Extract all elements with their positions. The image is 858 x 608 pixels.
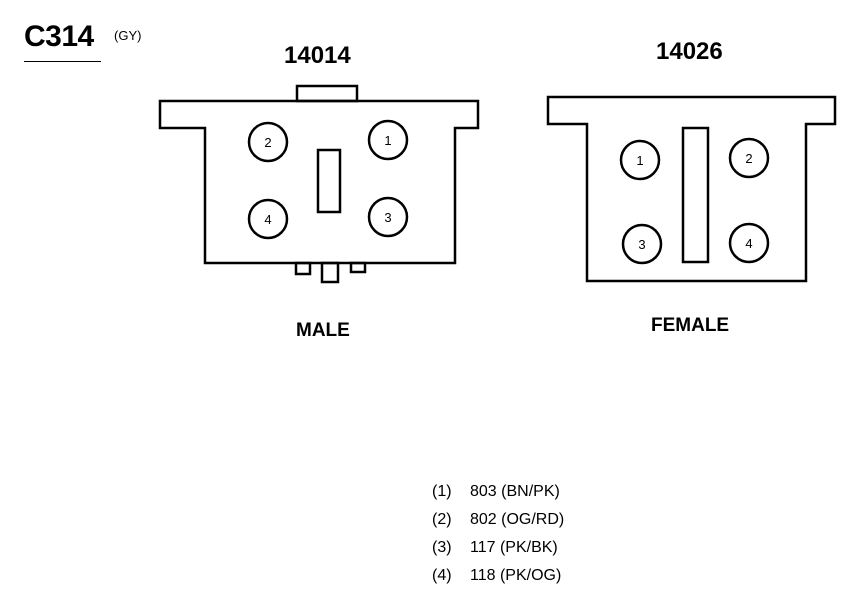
title-underline (24, 61, 101, 62)
male-connector (158, 84, 480, 284)
male-pin-4-label: 4 (264, 212, 271, 227)
legend-row: (4) 118 (PK/OG) (432, 562, 564, 590)
female-connector (546, 95, 837, 283)
male-pin-2-label: 2 (264, 135, 271, 150)
legend-row: (2) 802 (OG/RD) (432, 506, 564, 534)
connector-id: C314 (24, 20, 94, 53)
circuit-legend: (1) 803 (BN/PK) (2) 802 (OG/RD) (3) 117 (PK… (432, 478, 564, 590)
connector-color-tag: (GY) (114, 28, 142, 43)
legend-circuit: 803 (BN/PK) (470, 483, 560, 500)
legend-pin-number: (1) (432, 483, 452, 500)
male-bottom-tab-center (320, 261, 340, 284)
male-top-tab (295, 84, 359, 103)
male-bottom-tab-left (294, 261, 312, 276)
legend-circuit: 117 (PK/BK) (470, 539, 558, 556)
female-label: FEMALE (651, 315, 730, 336)
male-pin-3 (367, 196, 409, 238)
male-center-slot (316, 148, 342, 214)
female-pin-1-label: 1 (636, 153, 643, 168)
male-pin-1 (367, 119, 409, 161)
male-bottom-tab-right (349, 261, 367, 274)
female-part-number: 14026 (656, 38, 723, 65)
legend-pin-number: (2) (432, 511, 452, 528)
female-center-slot (681, 126, 710, 264)
male-label: MALE (296, 320, 350, 341)
male-part-number: 14014 (284, 42, 351, 69)
legend-circuit: 802 (OG/RD) (470, 511, 565, 528)
female-housing (546, 95, 837, 283)
female-pin-4-label: 4 (745, 236, 752, 251)
male-housing (158, 99, 480, 265)
female-pin-3 (621, 223, 663, 265)
legend-row: (1) 803 (BN/PK) (432, 478, 564, 506)
female-pin-3-label: 3 (638, 237, 645, 252)
male-pin-4 (247, 198, 289, 240)
legend-pin-number: (3) (432, 539, 452, 556)
female-pin-2-label: 2 (745, 151, 752, 166)
legend-pin-number: (4) (432, 567, 452, 584)
male-pin-3-label: 3 (384, 210, 391, 225)
legend-circuit: 118 (PK/OG) (470, 567, 562, 584)
female-pin-4 (728, 222, 770, 264)
legend-row: (3) 117 (PK/BK) (432, 534, 564, 562)
female-pin-2 (728, 137, 770, 179)
male-pin-2 (247, 121, 289, 163)
male-pin-1-label: 1 (384, 133, 391, 148)
female-pin-1 (619, 139, 661, 181)
